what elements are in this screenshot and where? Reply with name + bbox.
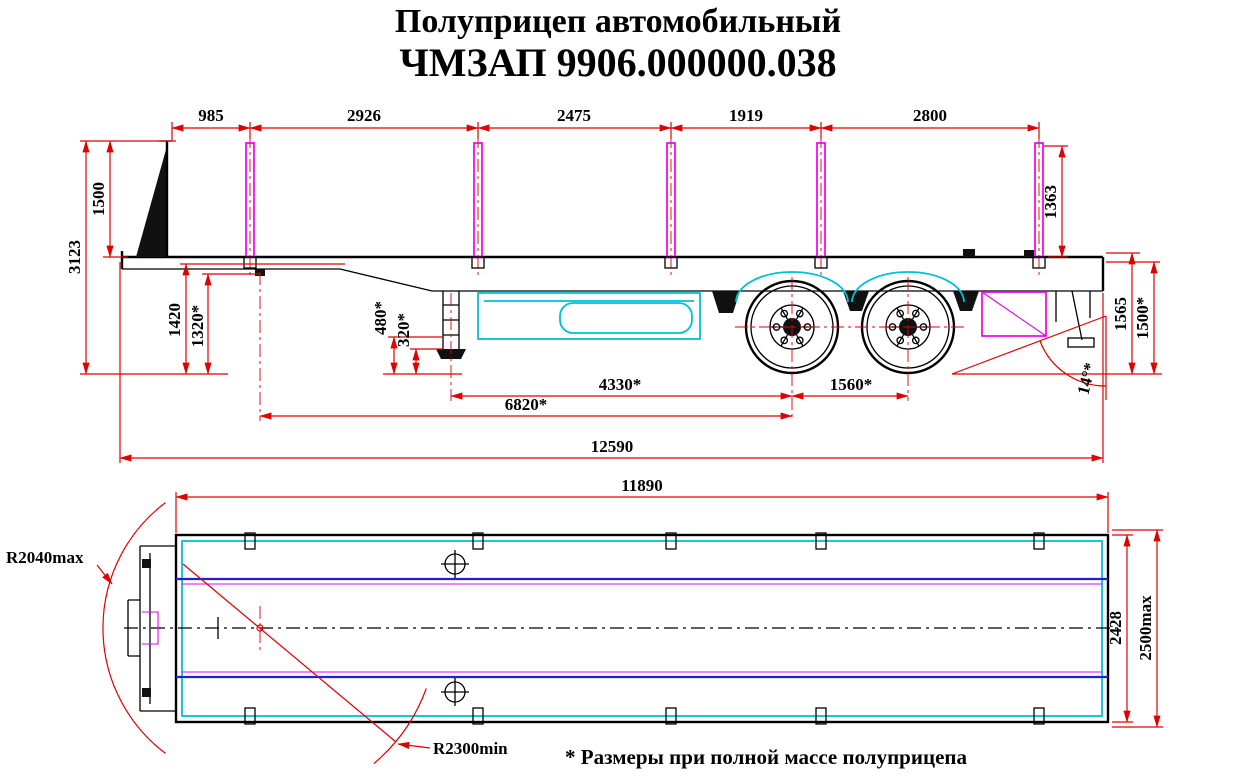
landing-gear xyxy=(436,291,466,401)
label-r2040max: R2040max xyxy=(6,548,84,567)
dim-1560: 1560* xyxy=(830,375,873,394)
footnote: * Размеры при полной массе полуприцепа xyxy=(565,745,967,769)
plan-stake-pockets xyxy=(244,532,1045,725)
platform-outline xyxy=(124,533,1122,724)
drawing-title-line1: Полуприцеп автомобильный xyxy=(395,3,841,40)
dim-1500-rear: 1500* xyxy=(1133,297,1152,340)
label-r2300min: R2300min xyxy=(433,739,508,758)
kingpin xyxy=(255,269,265,421)
dim-11890-platform-length: 11890 xyxy=(621,476,663,495)
suspension-hangers xyxy=(712,291,979,313)
dim-1363-rear-stake: 1363 xyxy=(1041,185,1060,219)
dim-14deg: 14°* xyxy=(1074,361,1100,397)
dim-985: 985 xyxy=(198,106,224,125)
swing-radii: R2040max R2300min xyxy=(6,502,508,765)
rear-equipment xyxy=(963,249,1095,348)
dim-480: 480* xyxy=(371,301,390,335)
dim-2800: 2800 xyxy=(913,106,947,125)
front-wall xyxy=(136,140,173,257)
dim-1565: 1565 xyxy=(1111,297,1130,331)
dim-2926: 2926 xyxy=(347,106,381,125)
plan-view: 11890 xyxy=(6,476,1163,765)
dim-1320: 1320* xyxy=(188,305,207,348)
drawing-title-line2: ЧМЗАП 9906.000000.038 xyxy=(399,40,836,85)
dim-2428-platform-width: 2428 xyxy=(1106,611,1125,645)
datum-target-symbols xyxy=(441,550,469,706)
dim-12590-overall-length: 12590 xyxy=(591,437,634,456)
dim-6820: 6820* xyxy=(505,395,548,414)
side-view-dimensions: 985 2926 2475 1919 2800 1500 3123 1420 1… xyxy=(65,106,1162,463)
dim-320: 320* xyxy=(394,313,413,347)
dim-2475: 2475 xyxy=(557,106,591,125)
side-view xyxy=(120,135,1105,421)
dim-3123-overall-height: 3123 xyxy=(65,240,84,274)
stakes xyxy=(243,135,1046,276)
dim-1919: 1919 xyxy=(729,106,763,125)
plan-front-end xyxy=(127,545,176,712)
dim-1420: 1420 xyxy=(165,303,184,337)
dim-1500-front-wall: 1500 xyxy=(89,182,108,216)
dim-4330: 4330* xyxy=(599,375,642,394)
frame-profile xyxy=(120,251,1105,292)
title-block: Полуприцеп автомобильный ЧМЗАП 9906.0000… xyxy=(395,3,841,85)
dim-2500max-overall-width: 2500max xyxy=(1136,595,1155,661)
departure-angle: 14°* xyxy=(951,315,1107,400)
side-toolbox xyxy=(477,292,701,340)
